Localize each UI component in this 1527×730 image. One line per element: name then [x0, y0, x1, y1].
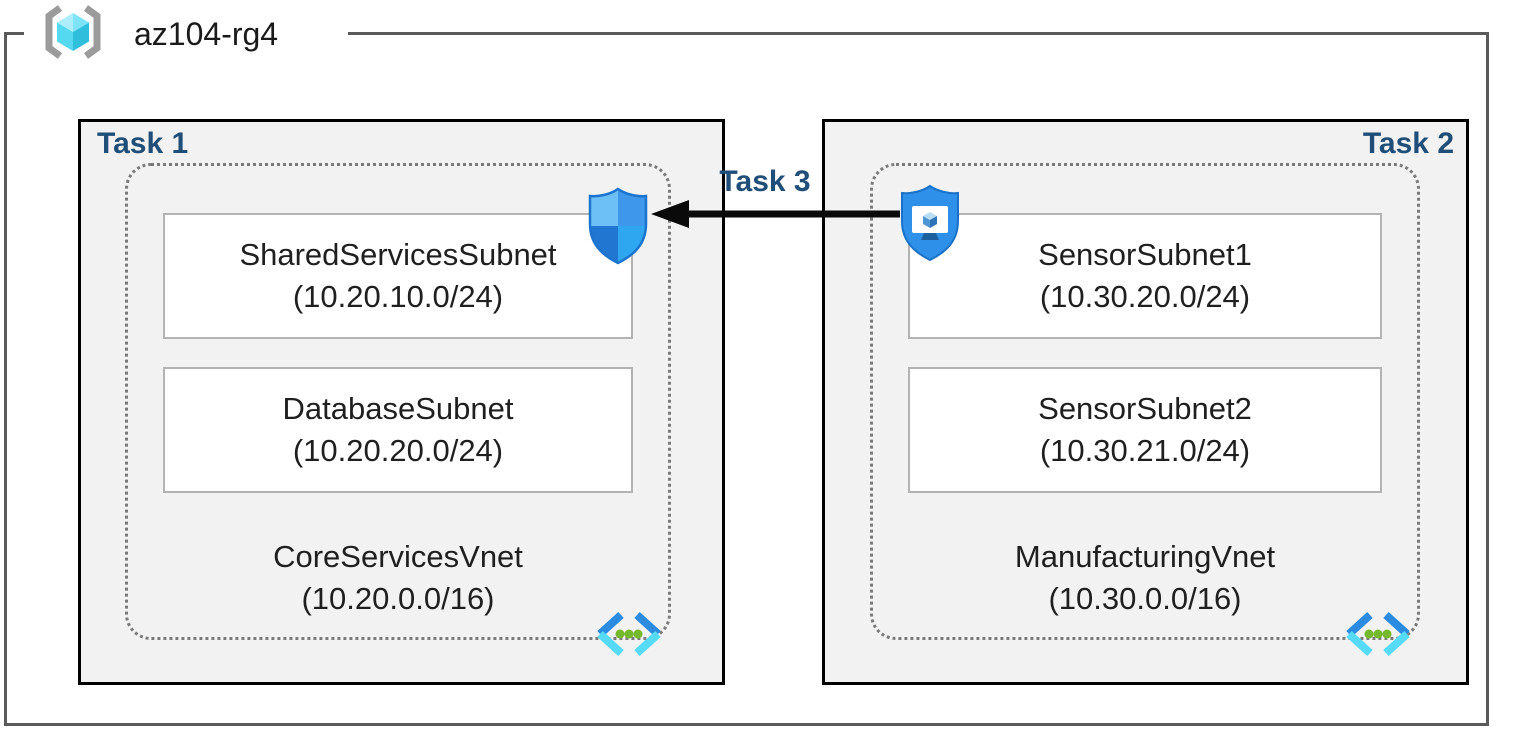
task2-label: Task 2	[1362, 127, 1454, 160]
application-security-group-shield-icon	[898, 183, 962, 263]
subnet-name: SharedServicesSubnet	[239, 237, 557, 272]
virtual-network-icon	[1341, 609, 1415, 659]
subnet-database: DatabaseSubnet (10.20.20.0/24)	[163, 367, 633, 493]
subnet-cidr: (10.30.21.0/24)	[1039, 433, 1251, 468]
vnet-cidr: (10.30.0.0/16)	[1048, 581, 1242, 616]
vnet-name: CoreServicesVnet	[273, 539, 523, 574]
subnet-cidr: (10.30.20.0/24)	[1039, 279, 1251, 314]
subnet-name: SensorSubnet2	[1038, 391, 1252, 426]
task1-box: Task 1 SharedServicesSubnet (10.20.10.0/…	[78, 119, 725, 685]
vnet-label-manufacturing: ManufacturingVnet (10.30.0.0/16)	[873, 536, 1417, 620]
task3-label: Task 3	[719, 165, 811, 198]
subnet-name: SensorSubnet1	[1038, 237, 1252, 272]
network-security-group-shield-icon	[586, 186, 650, 266]
subnet-name: DatabaseSubnet	[282, 391, 514, 426]
task1-label: Task 1	[97, 127, 189, 160]
virtual-network-icon	[592, 609, 666, 659]
resource-group-title: az104-rg4	[134, 16, 279, 52]
subnet-sharedservices: SharedServicesSubnet (10.20.10.0/24)	[163, 213, 633, 339]
vnet-manufacturing: SensorSubnet1 (10.30.20.0/24) SensorSubn…	[870, 163, 1420, 656]
vnet-coreservices: SharedServicesSubnet (10.20.10.0/24) Dat…	[125, 163, 671, 656]
subnet-cidr: (10.20.10.0/24)	[292, 279, 504, 314]
vnet-cidr: (10.20.0.0/16)	[301, 581, 495, 616]
frame-gap-mask	[24, 30, 348, 38]
subnet-sensor1: SensorSubnet1 (10.30.20.0/24)	[908, 213, 1382, 339]
vnet-label-coreservices: CoreServicesVnet (10.20.0.0/16)	[128, 536, 668, 620]
resource-group-icon	[36, 3, 110, 61]
subnet-sensor2: SensorSubnet2 (10.30.21.0/24)	[908, 367, 1382, 493]
subnet-cidr: (10.20.20.0/24)	[292, 433, 504, 468]
task3-arrow	[643, 194, 908, 234]
vnet-name: ManufacturingVnet	[1014, 539, 1276, 574]
